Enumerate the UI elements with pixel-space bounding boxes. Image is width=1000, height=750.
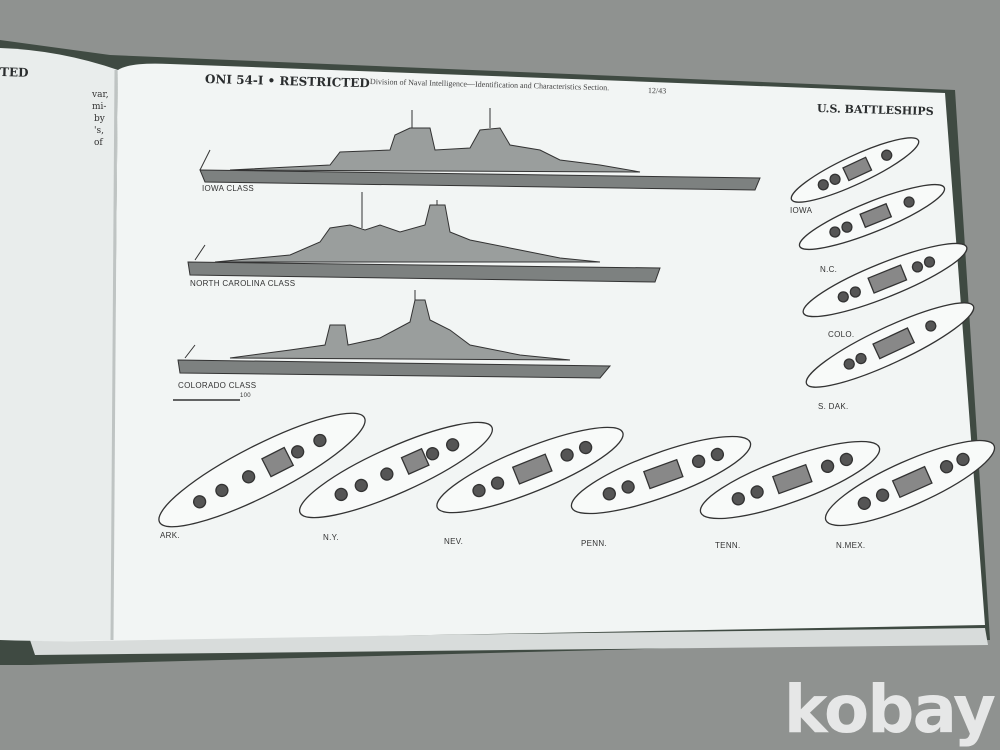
watermark: kobay (783, 671, 996, 748)
deck-label: N.MEX. (836, 541, 866, 550)
deck-plan-ark (158, 412, 366, 528)
deck-label: N.Y. (323, 533, 339, 542)
deck-plan-nc (798, 183, 946, 251)
issue-date: 12/43 (647, 86, 667, 96)
deck-plan-nmex (824, 439, 996, 527)
deck-plan-iowa (790, 137, 920, 203)
deck-plan-nev (436, 426, 624, 514)
deck-label: N.C. (820, 265, 838, 274)
deck-plan-ny (298, 421, 494, 519)
left-page (0, 48, 118, 641)
page-stack (30, 628, 988, 655)
book-gutter (110, 69, 118, 641)
deck-label: PENN. (581, 539, 607, 548)
deck-label: IOWA (790, 206, 813, 215)
left-page-line: 's, (94, 126, 104, 136)
deck-plan-penn (570, 435, 752, 515)
deck-label: ARK. (160, 531, 180, 540)
deck-label: COLO. (828, 330, 855, 339)
north-carolina-class-profile (187, 192, 661, 283)
iowa-class-profile (199, 108, 761, 191)
deck-plan-tenn (699, 440, 881, 520)
profile-label: IOWA CLASS (202, 184, 255, 193)
left-page-line: mi- (92, 102, 107, 112)
left-page-line: var, (92, 90, 109, 100)
left-page-line: by (94, 114, 105, 124)
left-page-heading: TED (0, 65, 29, 80)
deck-plan-colo (802, 242, 968, 318)
profile-label: COLORADO CLASS (178, 381, 257, 390)
profile-label: NORTH CAROLINA CLASS (190, 279, 296, 288)
deck-label: TENN. (715, 541, 741, 550)
scale-label: 100 (240, 393, 251, 399)
left-page-line: of (94, 138, 103, 148)
deck-label: NEV. (444, 537, 464, 546)
colorado-class-profile (177, 290, 612, 379)
deck-plan-sdak (805, 302, 975, 388)
deck-label: S. DAK. (818, 402, 849, 411)
